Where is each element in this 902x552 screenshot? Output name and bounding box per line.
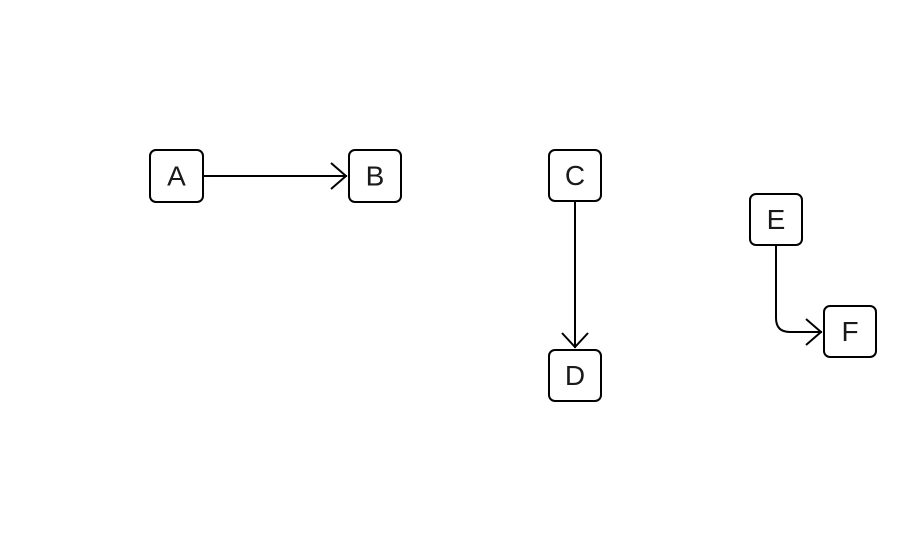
node-a-label: A — [167, 161, 186, 192]
node-c-label: C — [565, 160, 585, 191]
edge-c-to-d[interactable] — [561, 201, 589, 349]
node-c[interactable]: C — [548, 149, 602, 202]
edge-c-to-d-arrowhead-icon — [561, 332, 589, 349]
node-f-box — [823, 305, 877, 358]
edge-e-to-f-line — [775, 245, 822, 333]
node-e-box — [749, 193, 803, 246]
node-a-box — [149, 149, 204, 203]
node-layer: A B C D E F — [149, 149, 877, 402]
node-b-box — [348, 149, 402, 203]
node-f[interactable]: F — [823, 305, 877, 358]
node-d[interactable]: D — [548, 349, 602, 402]
node-e[interactable]: E — [749, 193, 803, 246]
node-b-label: B — [366, 161, 385, 192]
node-f-label: F — [841, 316, 858, 347]
node-b[interactable]: B — [348, 149, 402, 203]
node-d-label: D — [565, 360, 585, 391]
edge-layer — [203, 162, 823, 349]
node-d-box — [548, 349, 602, 402]
edge-a-to-b[interactable] — [203, 162, 348, 190]
node-e-label: E — [767, 204, 786, 235]
edge-a-to-b-arrowhead-icon — [330, 162, 348, 190]
node-c-box — [548, 149, 602, 202]
node-a[interactable]: A — [149, 149, 204, 203]
edge-e-to-f-arrowhead-icon — [805, 318, 823, 346]
edge-e-to-f[interactable] — [775, 245, 823, 346]
